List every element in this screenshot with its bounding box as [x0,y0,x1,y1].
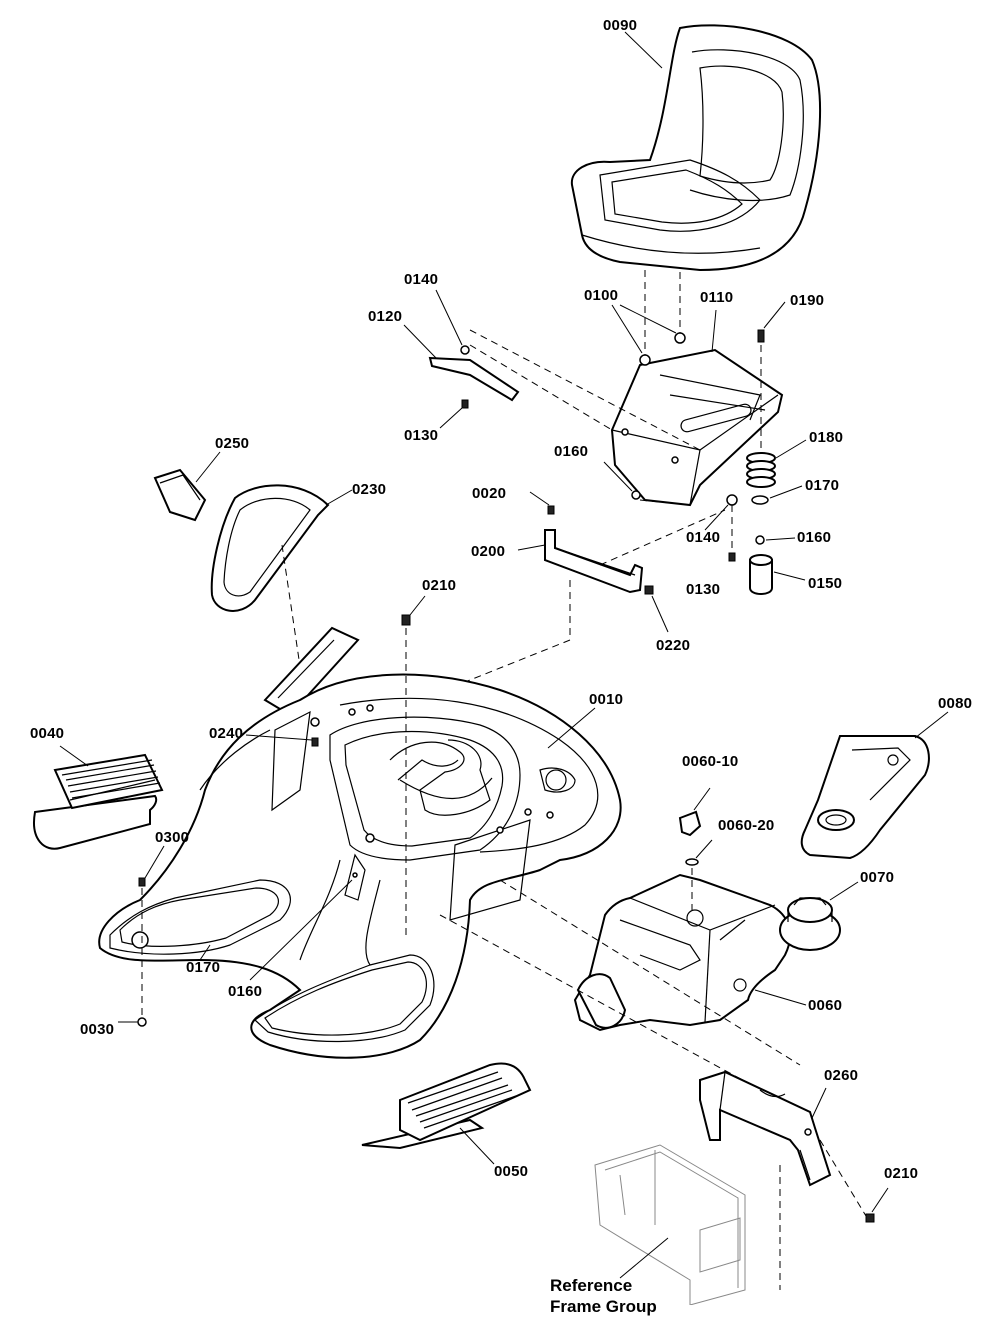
label-0050: 0050 [494,1163,529,1180]
screw-0240 [311,737,319,747]
label-0200: 0200 [471,543,506,560]
footrest-0040 [33,753,164,850]
label-0140-b: 0140 [686,529,721,546]
fender-pad-0230 [210,484,330,612]
washer-0100-b [674,332,686,344]
label-0120: 0120 [368,308,403,325]
label-0010: 0010 [589,691,624,708]
label-0030: 0030 [80,1021,115,1038]
cup-holder-0080 [800,735,930,860]
fitting-0060-10 [678,810,702,837]
washer-0140-b [726,494,738,506]
label-0170: 0170 [805,477,840,494]
label-0060-20: 0060-20 [718,817,775,834]
label-0140: 0140 [404,271,439,288]
nut-0160-a [631,490,641,500]
bumper-0150 [749,554,773,595]
strap-0120 [428,356,520,402]
label-0260: 0260 [824,1067,859,1084]
reference-frame-group [594,1144,746,1306]
label-0060-10: 0060-10 [682,753,739,770]
label-0160-c: 0160 [228,983,263,1000]
reference-note: Reference Frame Group [550,1276,657,1317]
bolt-0130-a [461,399,469,409]
label-0170-b: 0170 [186,959,221,976]
label-0080: 0080 [938,695,973,712]
label-0160: 0160 [554,443,589,460]
label-0130-b: 0130 [686,581,721,598]
label-0020: 0020 [472,485,507,502]
spring-0180 [746,452,776,488]
body-shell-0010 [98,673,622,1059]
oring-0060-20 [685,858,699,866]
nut-0160-b [755,535,765,545]
label-0220: 0220 [656,637,691,654]
label-0130: 0130 [404,427,439,444]
fuel-tank-0060 [573,873,791,1032]
bracket-0260 [699,1070,832,1187]
washer-0100-a [639,354,651,366]
bolt-0210-a [401,614,411,626]
label-0060: 0060 [808,997,843,1014]
spring-stack [746,301,807,595]
washer-0140-a [460,345,470,355]
label-0210: 0210 [422,577,457,594]
bolt-0220 [644,585,654,595]
seat-0090 [570,24,822,272]
label-0040: 0040 [30,725,65,742]
footrest-0050 [361,1062,532,1150]
label-0160-b: 0160 [797,529,832,546]
label-0190: 0190 [790,292,825,309]
label-0100: 0100 [584,287,619,304]
screw-0190 [757,329,765,343]
nut-0030 [137,1017,147,1027]
bolt-0130-b [728,552,736,562]
label-0250: 0250 [215,435,250,452]
label-0300: 0300 [155,829,190,846]
label-0110: 0110 [700,289,734,306]
washer-0170-a [751,495,769,505]
label-0150: 0150 [808,575,843,592]
label-0210-b: 0210 [884,1165,919,1182]
label-0070: 0070 [860,869,895,886]
label-0240: 0240 [209,725,244,742]
label-0230: 0230 [352,481,387,498]
screw-0300 [138,877,146,887]
screw-0020 [547,505,555,515]
bolt-0210-b [865,1213,875,1223]
fuel-cap-0070 [779,897,841,951]
bracket-0200 [544,529,644,594]
cup-0250 [153,468,207,522]
label-0180: 0180 [809,429,844,446]
seat-bracket-0110 [610,348,784,507]
label-0090: 0090 [603,17,638,34]
